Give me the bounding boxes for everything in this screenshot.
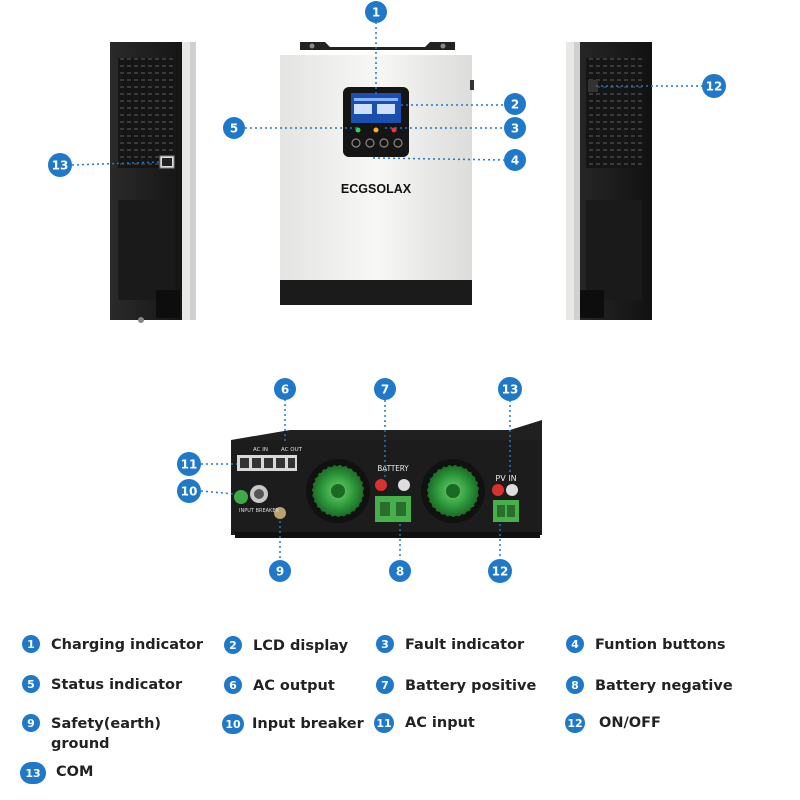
legend-item-battery-positive: 7 Battery positive — [376, 676, 536, 696]
front-view — [280, 42, 474, 305]
callout-badge: 12 — [488, 559, 512, 583]
callout-badge: 2 — [504, 93, 526, 115]
legend-label: COM — [56, 764, 94, 780]
callout-badge: 10 — [177, 479, 201, 503]
callout-badge: 13 — [498, 377, 522, 401]
legend-label: AC input — [405, 715, 475, 731]
legend-item-com: 13 COM — [20, 762, 93, 784]
callout-number: 6 — [281, 383, 289, 397]
callout-number: 4 — [511, 154, 519, 168]
callout-number: 11 — [181, 458, 198, 472]
callout-number: 7 — [381, 383, 389, 397]
legend-label: Safety(earth) ground — [51, 716, 162, 752]
legend-item-input-breaker: 10 Input breaker — [222, 714, 364, 734]
callout-number: 12 — [706, 80, 723, 94]
legend-item-fault-indicator: 3 Fault indicator — [376, 635, 524, 655]
callout-number: 13 — [52, 159, 69, 173]
callout-number: 8 — [396, 565, 404, 579]
legend-number: 10 — [222, 714, 244, 734]
callout-badge: 7 — [374, 378, 396, 400]
brand-logo: ECGSOLAX — [341, 182, 412, 196]
legend-number: 13 — [20, 762, 46, 784]
legend-item-on-off: 12 ON/OFF — [565, 713, 661, 733]
callout-number: 9 — [276, 565, 284, 579]
callout-number: 3 — [511, 122, 519, 136]
legend-number: 5 — [22, 675, 40, 693]
legend-number: 4 — [566, 635, 584, 653]
legend-item-safety-ground: 9 Safety(earth) ground — [22, 714, 192, 754]
callout-badge: 1 — [365, 1, 387, 23]
legend-label: Battery negative — [595, 678, 733, 694]
right-side-view — [566, 42, 652, 320]
legend-label: Status indicator — [51, 677, 183, 693]
legend-number: 2 — [224, 636, 242, 654]
callout-badge: 13 — [48, 153, 72, 177]
callout-number: 1 — [372, 6, 380, 20]
callout-number: 13 — [502, 383, 519, 397]
legend-number: 6 — [224, 676, 242, 694]
legend-label: Battery positive — [405, 678, 537, 694]
legend-label: ON/OFF — [599, 715, 661, 731]
legend-number: 3 — [376, 635, 394, 653]
legend-label: Charging indicator — [51, 637, 204, 653]
legend-item-ac-input: 11 AC input — [374, 713, 475, 733]
callout-badge: 6 — [274, 378, 296, 400]
legend-number: 8 — [566, 676, 584, 694]
legend-item-battery-negative: 8 Battery negative — [566, 676, 733, 696]
battery-label: BATTERY — [377, 464, 409, 473]
legend-label: Input breaker — [252, 716, 364, 732]
legend-number: 12 — [565, 713, 585, 733]
callout-badge: 8 — [389, 560, 411, 582]
legend-number: 11 — [374, 713, 394, 733]
legend-number: 9 — [22, 714, 40, 732]
callout-number: 5 — [230, 122, 238, 136]
callout-number: 12 — [492, 565, 509, 579]
legend-number: 1 — [22, 635, 40, 653]
callout-badge: 12 — [702, 74, 726, 98]
legend-item-charging-indicator: 1 Charging indicator — [22, 635, 203, 655]
legend-item-status-indicator: 5 Status indicator — [22, 675, 182, 695]
legend-label: Fault indicator — [405, 637, 525, 653]
callout-badge: 11 — [177, 452, 201, 476]
callout-badge: 4 — [504, 149, 526, 171]
callout-badge: 5 — [223, 117, 245, 139]
legend-label: Funtion buttons — [595, 637, 726, 653]
legend-item-ac-output: 6 AC output — [224, 676, 335, 696]
bottom-view — [231, 420, 542, 538]
legend-label: AC output — [253, 678, 335, 694]
legend-item-function-buttons: 4 Funtion buttons — [566, 635, 726, 655]
legend-item-lcd-display: 2 LCD display — [224, 636, 348, 656]
input-breaker-label: INPUT BREAKER — [239, 508, 279, 514]
callout-number: 2 — [511, 98, 519, 112]
legend-number: 7 — [376, 676, 394, 694]
ac-out-label: AC OUT — [281, 447, 303, 453]
left-side-view — [110, 42, 196, 323]
ac-in-label: AC IN — [253, 447, 268, 453]
callout-badge: 9 — [269, 560, 291, 582]
pv-in-label: PV IN — [495, 474, 516, 483]
callout-number: 10 — [181, 485, 198, 499]
callout-badge: 3 — [504, 117, 526, 139]
legend-label: LCD display — [253, 638, 349, 654]
leader-lines — [71, 22, 702, 558]
